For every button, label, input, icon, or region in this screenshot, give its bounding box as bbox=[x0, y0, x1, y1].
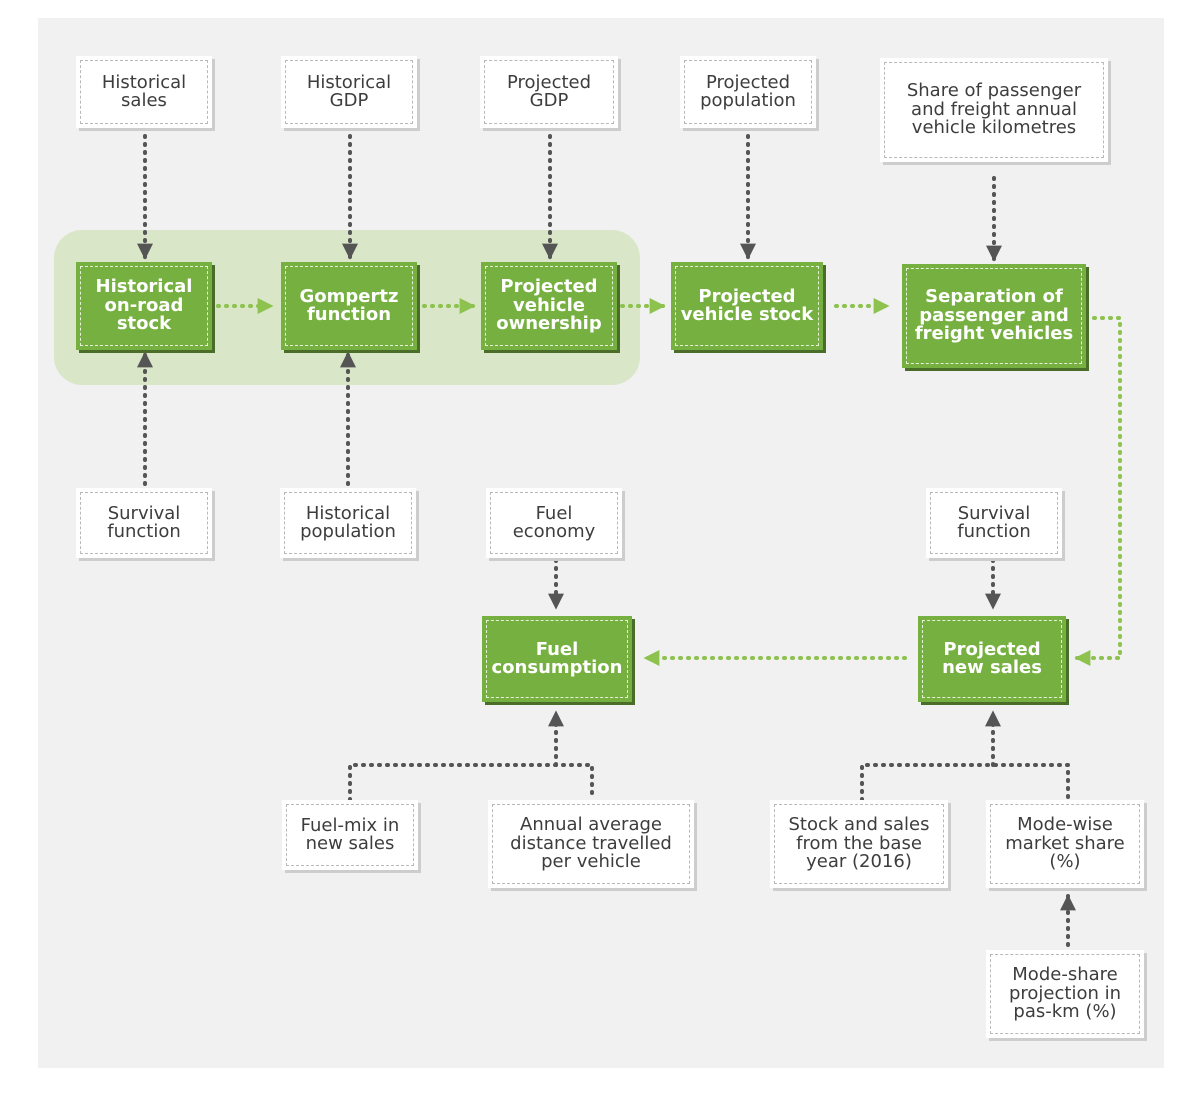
node-projected-vehicle-ownership: Projected vehicle ownership bbox=[481, 262, 617, 350]
node-projected-gdp: Projected GDP bbox=[480, 56, 618, 128]
node-gompertz-function: Gompertz function bbox=[281, 262, 417, 350]
node-annual-average-distance: Annual average distance travelled per ve… bbox=[488, 800, 694, 888]
arrow-separation-to-new-sales bbox=[1074, 316, 1122, 666]
node-historical-population: Historical population bbox=[280, 488, 416, 558]
node-label: Historical on-road stock bbox=[95, 276, 193, 335]
node-label: Projected population bbox=[700, 71, 796, 111]
node-label: Fuel-mix in new sales bbox=[300, 814, 400, 854]
node-label: Stock and sales from the base year (2016… bbox=[788, 814, 930, 873]
node-projected-population: Projected population bbox=[680, 56, 816, 128]
node-label: Projected vehicle stock bbox=[680, 285, 814, 325]
node-fuel-consumption: Fuel consumption bbox=[482, 616, 632, 702]
node-label: Projected new sales bbox=[942, 638, 1042, 678]
node-mode-wise-market-share: Mode-wise market share (%) bbox=[986, 800, 1144, 888]
node-survival-function-left: Survival function bbox=[76, 488, 212, 558]
node-label: Mode-share projection in pas-km (%) bbox=[1008, 964, 1122, 1023]
node-label: Mode-wise market share (%) bbox=[1005, 814, 1125, 873]
node-share-passenger-freight-vkm: Share of passenger and freight annual ve… bbox=[880, 58, 1108, 162]
node-label: Annual average distance travelled per ve… bbox=[510, 814, 672, 873]
node-projected-new-sales: Projected new sales bbox=[918, 616, 1066, 702]
node-label: Fuel consumption bbox=[491, 638, 623, 678]
bracket-sales-inputs bbox=[860, 763, 1070, 802]
node-label: Survival function bbox=[107, 502, 181, 542]
node-label: Fuel economy bbox=[512, 502, 596, 542]
node-label: Share of passenger and freight annual ve… bbox=[906, 80, 1082, 139]
node-historical-sales: Historical sales bbox=[76, 56, 212, 128]
node-label: Historical sales bbox=[101, 71, 187, 111]
node-label: Gompertz function bbox=[299, 285, 399, 325]
bracket-fuel-inputs bbox=[348, 763, 594, 802]
node-historical-onroad-stock: Historical on-road stock bbox=[76, 262, 212, 350]
node-separation-passenger-freight: Separation of passenger and freight vehi… bbox=[902, 264, 1086, 368]
node-stock-sales-base-year: Stock and sales from the base year (2016… bbox=[770, 800, 948, 888]
node-fuel-mix-new-sales: Fuel-mix in new sales bbox=[282, 800, 418, 870]
node-label: Historical GDP bbox=[306, 71, 392, 111]
node-survival-function-right: Survival function bbox=[926, 488, 1062, 558]
node-mode-share-projection: Mode-share projection in pas-km (%) bbox=[986, 950, 1144, 1038]
node-label: Projected vehicle ownership bbox=[496, 276, 602, 335]
node-historical-gdp: Historical GDP bbox=[281, 56, 417, 128]
node-label: Projected GDP bbox=[506, 71, 592, 111]
node-projected-vehicle-stock: Projected vehicle stock bbox=[671, 262, 823, 350]
node-label: Survival function bbox=[957, 502, 1031, 542]
node-label: Separation of passenger and freight vehi… bbox=[914, 286, 1074, 345]
node-fuel-economy: Fuel economy bbox=[486, 488, 622, 558]
node-label: Historical population bbox=[300, 502, 396, 542]
